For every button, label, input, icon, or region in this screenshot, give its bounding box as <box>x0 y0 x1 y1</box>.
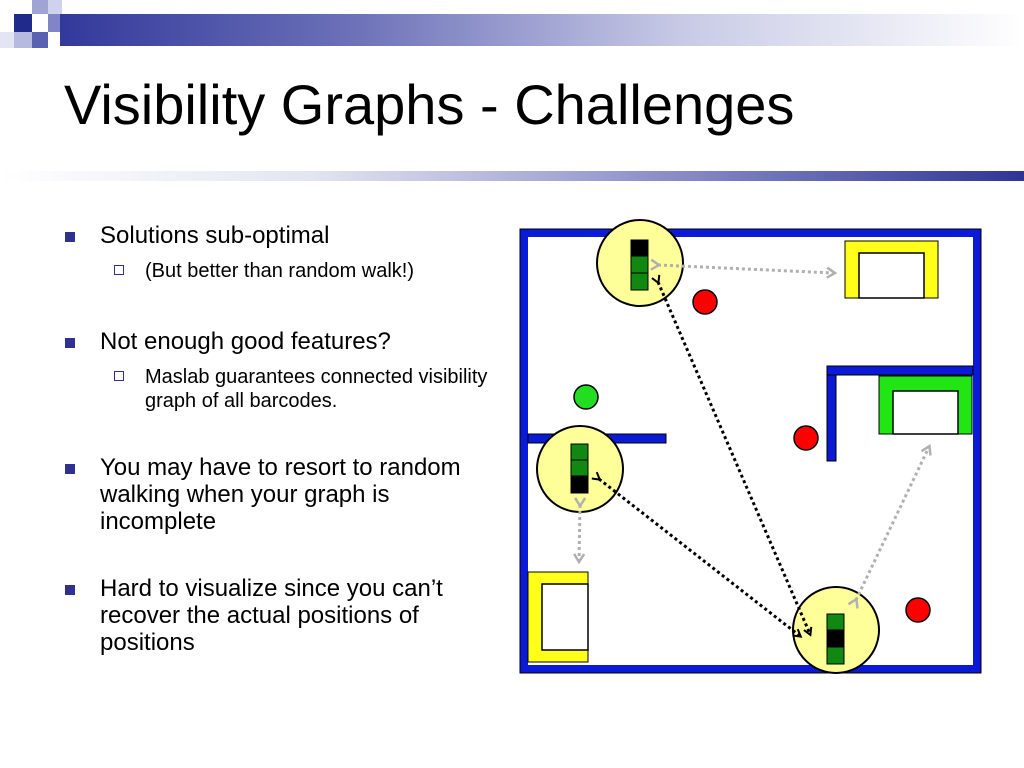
bullet-text: Hard to visualize since you can’t recove… <box>100 575 443 656</box>
yellow-goal-block-bottom <box>527 571 589 663</box>
bullet-item: Hard to visualize since you can’t recove… <box>62 575 502 656</box>
square-bullet-icon <box>65 232 75 242</box>
yellow-goal-block-top <box>844 240 939 299</box>
green-ball <box>573 384 599 410</box>
slide-title: Visibility Graphs - Challenges <box>64 73 795 136</box>
red-ball <box>692 289 718 315</box>
bullet-item: You may have to resort to random walking… <box>62 454 502 535</box>
sub-bullet-item: Maslab guarantees connected visibility g… <box>62 365 502 413</box>
visibility-arrow <box>856 447 929 600</box>
sub-bullet-text: Maslab guarantees connected visibility g… <box>145 366 488 412</box>
header-gradient-bar <box>60 14 1024 46</box>
barcode-bottom <box>826 613 845 665</box>
visibility-graph-map <box>519 219 982 674</box>
barcode-top <box>630 239 649 291</box>
hollow-square-bullet-icon <box>114 371 124 381</box>
square-bullet-icon <box>65 464 75 474</box>
dark-path-arrow <box>599 479 800 636</box>
inner-wall-right-horizontal <box>826 365 974 376</box>
title-underline-bar <box>0 171 1024 181</box>
bullet-item: Not enough good features? <box>62 328 502 355</box>
inner-wall-right-vertical <box>826 365 837 462</box>
bullet-text: Solutions sub-optimal <box>100 222 330 249</box>
bullet-item: Solutions sub-optimal <box>62 222 502 249</box>
barcode-left <box>570 443 589 494</box>
square-bullet-icon <box>65 338 75 348</box>
red-ball <box>793 425 819 451</box>
map-outer-wall <box>520 229 981 673</box>
sub-bullet-item: (But better than random walk!) <box>62 259 502 283</box>
square-bullet-icon <box>65 585 75 595</box>
corner-squares-decoration <box>0 0 80 60</box>
visibility-arrow <box>658 265 834 273</box>
visibility-arrow <box>579 505 580 561</box>
green-goal-block <box>878 375 973 435</box>
bullet-list: Solutions sub-optimal (But better than r… <box>62 222 502 656</box>
sub-bullet-text: (But better than random walk!) <box>145 260 415 282</box>
red-ball <box>905 597 931 623</box>
bullet-text: Not enough good features? <box>100 328 391 355</box>
bullet-text: You may have to resort to random walking… <box>100 454 461 535</box>
hollow-square-bullet-icon <box>114 265 124 275</box>
dark-path-arrow <box>658 282 810 634</box>
